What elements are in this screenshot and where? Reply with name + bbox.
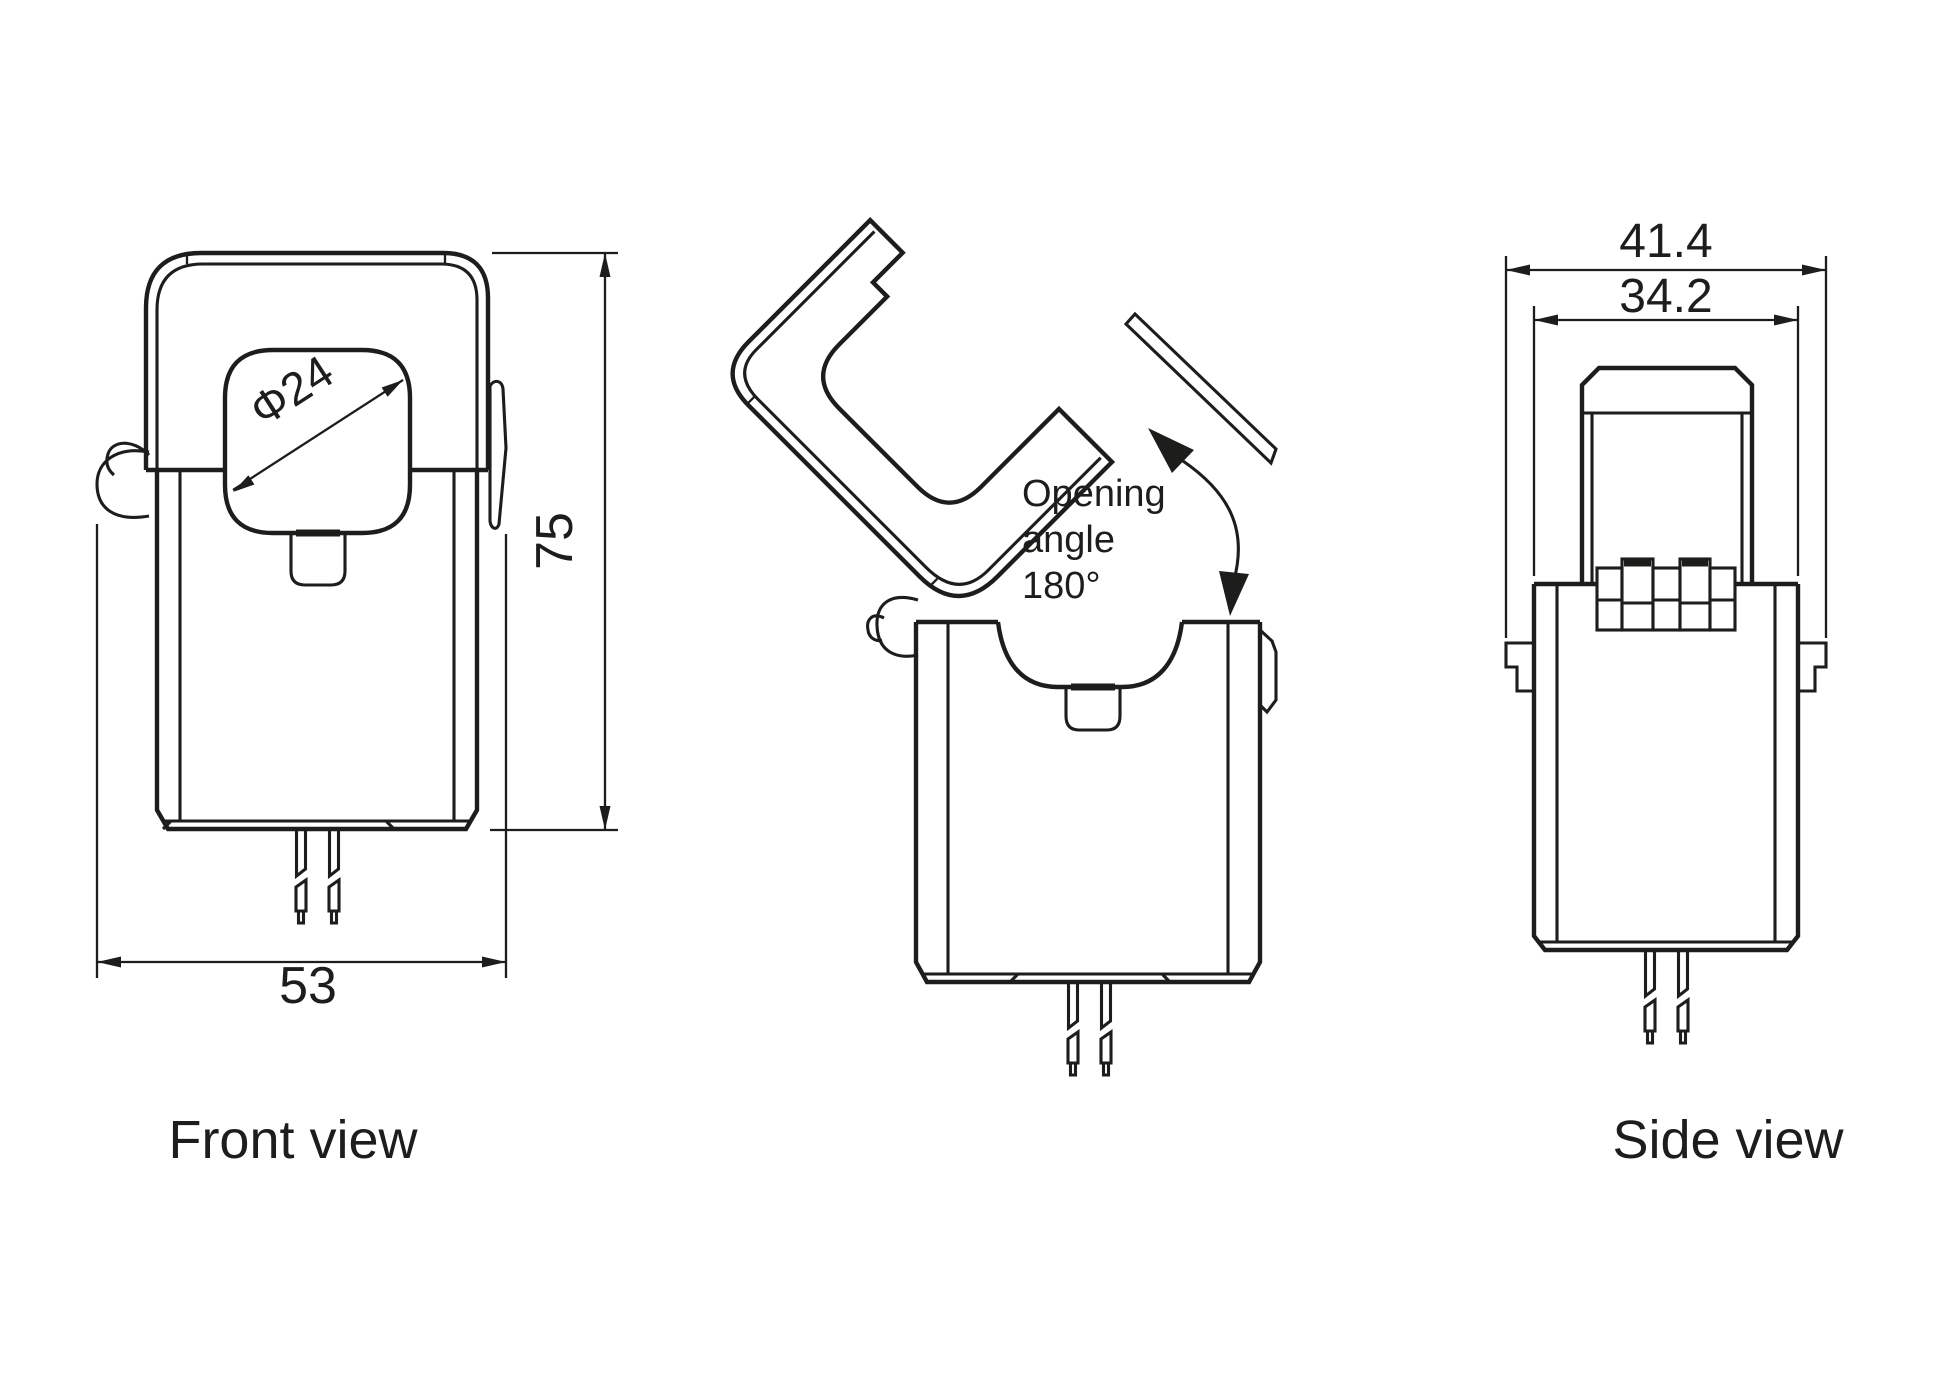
opening-angle-arrowhead-upper: [1148, 428, 1194, 473]
front-aperture-dim-text: Φ24: [240, 345, 342, 436]
side-body-extension-lines: [1532, 306, 1800, 576]
open-latch-blade: [1123, 311, 1278, 466]
opening-angle-arc: [1182, 459, 1240, 581]
front-aperture-arrowhead-start: [233, 475, 255, 492]
side-overall-arrowhead-left: [1506, 264, 1530, 276]
front-height-arrowhead-top: [599, 253, 611, 277]
opening-angle-arrowhead-lower: [1219, 571, 1249, 616]
front-aperture-outline: [222, 347, 413, 536]
front-jaw-seam-ticks: [185, 253, 447, 264]
front-height-extension-lines: [490, 251, 618, 832]
front-body-base-line: [161, 819, 471, 831]
side-body-dim-text: 34.2: [1619, 270, 1712, 323]
side-view-label: Side view: [1612, 1110, 1844, 1170]
side-clip-right: [1798, 641, 1828, 693]
front-view-label: Front view: [168, 1110, 418, 1170]
front-pin-right: [327, 828, 341, 925]
open-jaw-seam-ticks: [746, 395, 939, 588]
front-width-extension-lines: [95, 524, 508, 978]
open-body-inner-walls: [946, 622, 1230, 974]
side-overall-dim-text: 41.4: [1619, 215, 1712, 268]
front-latch-strip: [488, 379, 508, 530]
front-body-inner-walls: [178, 470, 456, 822]
side-body-inner-walls: [1555, 584, 1777, 942]
front-hinge-knob-ear: [105, 441, 151, 477]
side-jaw-inner-walls: [1590, 413, 1744, 584]
front-jaw-inner-line: [155, 262, 479, 470]
front-height-arrowhead-bottom: [599, 806, 611, 830]
opening-angle-text-line2: angle: [1022, 519, 1115, 561]
front-aperture-arrowhead-end: [381, 380, 403, 397]
front-width-arrowhead-left: [97, 956, 121, 968]
open-body-outline: [913, 622, 1263, 985]
opening-angle-text-line1: Opening: [1022, 473, 1166, 515]
side-overall-arrowhead-right: [1802, 264, 1826, 276]
side-body-outline: [1531, 584, 1801, 953]
open-pin-left: [1066, 980, 1080, 1077]
side-pin-left: [1643, 948, 1657, 1045]
front-width-arrowhead-right: [482, 956, 506, 968]
side-body-arrowhead-right: [1774, 314, 1798, 326]
side-view: 41.4 34.2 Side view: [1504, 215, 1845, 1170]
opening-angle-text-line3: 180°: [1022, 565, 1101, 607]
open-pin-right: [1099, 980, 1113, 1077]
front-width-dim-text: 53: [279, 957, 337, 1015]
side-hinge-tooth: [1620, 557, 1655, 632]
side-hinge-tooth: [1678, 557, 1712, 632]
front-aperture-dim-line: [232, 379, 404, 491]
side-pin-right: [1676, 948, 1690, 1045]
open-lock-tab: [1064, 687, 1122, 732]
side-hinge-teeth: [1595, 557, 1737, 632]
front-lock-tab: [289, 533, 347, 587]
side-jaw-outline: [1579, 365, 1755, 584]
side-clip-left: [1504, 641, 1534, 693]
open-hinge-knob-ear: [866, 614, 885, 643]
open-view: Opening angle 180°: [730, 217, 1278, 1077]
open-jaw-inner-line: [743, 230, 1102, 586]
open-latch-keeper: [1258, 628, 1278, 715]
open-jaw-outline: [730, 217, 1116, 599]
open-body-base-line: [922, 972, 1254, 984]
front-view: Φ24 75 53 Front view: [95, 250, 618, 1170]
front-jaw-outline: [143, 250, 491, 470]
front-hinge-knob: [95, 449, 150, 519]
side-body-arrowhead-left: [1534, 314, 1558, 326]
front-pin-left: [294, 828, 308, 925]
open-body-cavity: [995, 621, 1185, 690]
open-jaw-group: [730, 217, 1116, 599]
front-height-dim-text: 75: [526, 512, 584, 570]
open-hinge-knob: [875, 595, 919, 658]
front-body-outline: [154, 470, 480, 832]
side-overall-extension-lines: [1504, 256, 1828, 638]
